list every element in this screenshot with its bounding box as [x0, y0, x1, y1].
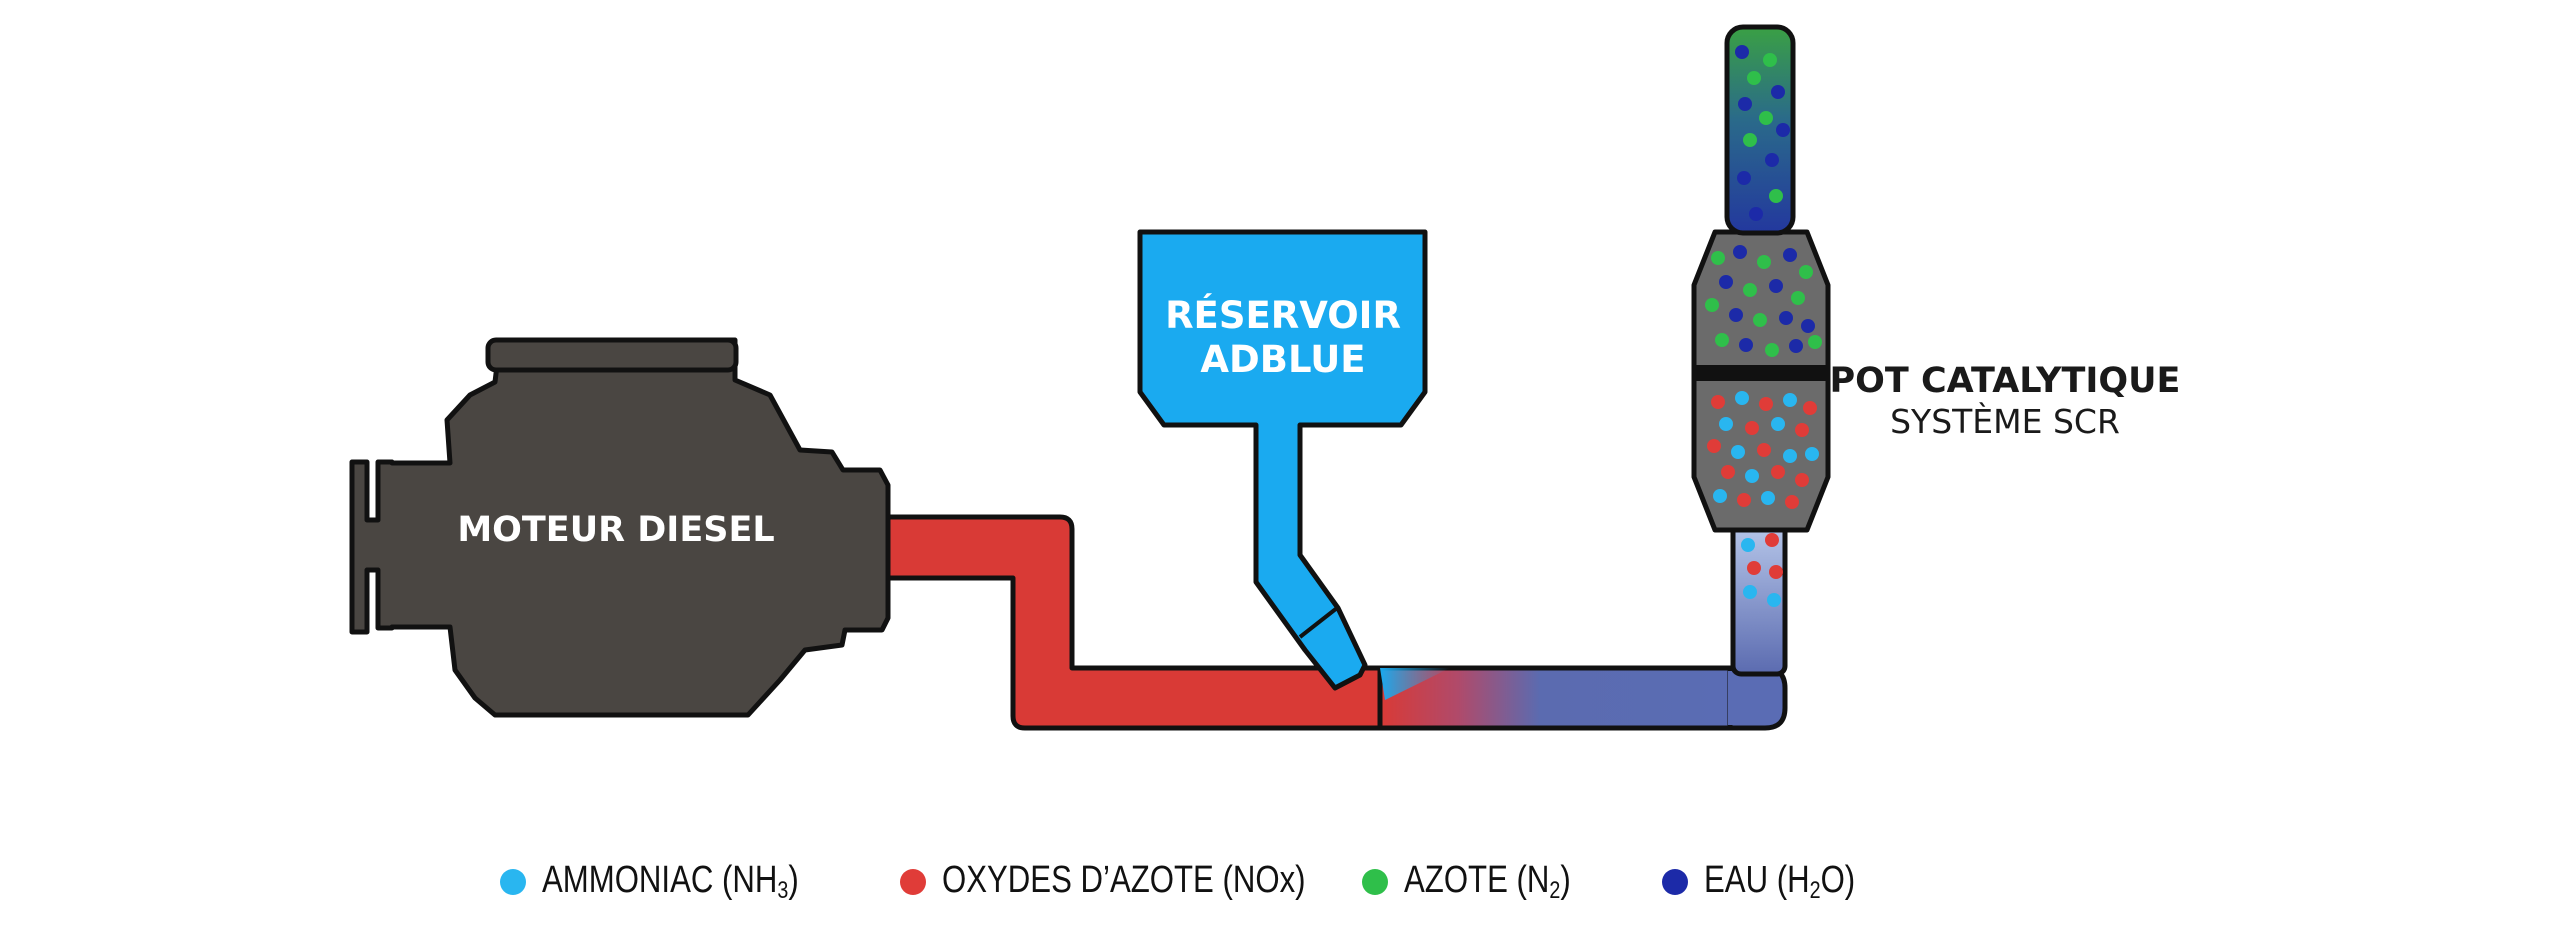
nox-molecule	[1771, 465, 1785, 479]
nox-molecule	[1759, 397, 1773, 411]
ammoniac-molecule	[1743, 585, 1757, 599]
azote-molecule	[1743, 133, 1757, 147]
azote-molecule	[1808, 335, 1822, 349]
nox-molecule	[1745, 421, 1759, 435]
eau-molecule	[1765, 153, 1779, 167]
eau-molecule	[1771, 85, 1785, 99]
eau-molecule	[1737, 171, 1751, 185]
exhaust-pipe-treated	[1377, 665, 1738, 731]
eau-molecule	[1779, 311, 1793, 325]
eau-molecule	[1719, 275, 1733, 289]
azote-molecule	[1743, 283, 1757, 297]
engine-label: MOTEUR DIESEL	[457, 510, 774, 550]
ammoniac-molecule	[1719, 417, 1733, 431]
legend-label-nox: OXYDES D’AZOTE (NOx)	[942, 859, 1306, 901]
nox-dot-icon	[900, 869, 926, 895]
eau-molecule	[1749, 207, 1763, 221]
ammoniac-molecule	[1735, 391, 1749, 405]
nox-molecule	[1769, 565, 1783, 579]
azote-molecule	[1715, 333, 1729, 347]
azote-molecule	[1757, 255, 1771, 269]
azote-molecule	[1747, 71, 1761, 85]
ammoniac-molecule	[1741, 538, 1755, 552]
eau-molecule	[1776, 123, 1790, 137]
ammoniac-molecule	[1731, 445, 1745, 459]
eau-molecule	[1733, 245, 1747, 259]
ammoniac-molecule	[1771, 417, 1785, 431]
azote-molecule	[1759, 111, 1773, 125]
molecule-dots	[1705, 45, 1822, 607]
azote-molecule	[1753, 313, 1767, 327]
eau-molecule	[1783, 248, 1797, 262]
legend-label-ammoniac: AMMONIAC (NH3)	[542, 859, 799, 904]
exhaust-elbow	[1727, 665, 1788, 731]
legend-item-eau: EAU (H2O)	[1662, 852, 1888, 912]
nox-molecule	[1803, 401, 1817, 415]
legend-label-eau: EAU (H2O)	[1704, 859, 1856, 904]
catalyst-subtitle: SYSTÈME SCR	[1890, 401, 2120, 441]
eau-dot-icon	[1662, 869, 1688, 895]
eau-molecule	[1735, 45, 1749, 59]
nox-molecule	[1785, 495, 1799, 509]
legend: AMMONIAC (NH3) OXYDES D’AZOTE (NOx) AZOT…	[0, 852, 2560, 912]
azote-molecule	[1799, 265, 1813, 279]
exhaust-elbow-cover	[1728, 671, 1738, 725]
diesel-engine-icon	[349, 337, 891, 718]
eau-molecule	[1801, 319, 1815, 333]
eau-molecule	[1769, 279, 1783, 293]
azote-molecule	[1711, 251, 1725, 265]
ammoniac-molecule	[1745, 469, 1759, 483]
nox-molecule	[1737, 493, 1751, 507]
nox-molecule	[1757, 443, 1771, 457]
tank-label-line1: RÉSERVOIR	[1165, 293, 1401, 337]
legend-label-azote: AZOTE (N2)	[1404, 859, 1571, 904]
ammoniac-dot-icon	[500, 869, 526, 895]
eau-molecule	[1739, 338, 1753, 352]
azote-molecule	[1769, 189, 1783, 203]
catalyst-title: POT CATALYTIQUE	[1830, 361, 2181, 401]
nox-molecule	[1721, 465, 1735, 479]
eau-molecule	[1738, 97, 1752, 111]
azote-molecule	[1791, 291, 1805, 305]
nox-molecule	[1711, 395, 1725, 409]
adblue-tank-icon	[1137, 229, 1428, 691]
ammoniac-molecule	[1783, 393, 1797, 407]
azote-molecule	[1765, 343, 1779, 357]
azote-molecule	[1705, 298, 1719, 312]
ammoniac-molecule	[1783, 449, 1797, 463]
ammoniac-molecule	[1767, 593, 1781, 607]
nox-molecule	[1795, 473, 1809, 487]
azote-dot-icon	[1362, 869, 1388, 895]
tank-label-line2: ADBLUE	[1200, 338, 1365, 381]
legend-item-ammoniac: AMMONIAC (NH3)	[500, 852, 855, 912]
adblue-spray	[1380, 668, 1450, 700]
eau-molecule	[1789, 339, 1803, 353]
ammoniac-molecule	[1761, 491, 1775, 505]
eau-molecule	[1729, 308, 1743, 322]
nox-molecule	[1795, 423, 1809, 437]
nox-molecule	[1707, 439, 1721, 453]
ammoniac-molecule	[1713, 489, 1727, 503]
legend-item-azote: AZOTE (N2)	[1362, 852, 1607, 912]
nox-molecule	[1765, 533, 1779, 547]
nox-molecule	[1747, 561, 1761, 575]
legend-item-nox: OXYDES D’AZOTE (NOx)	[900, 852, 1385, 912]
ammoniac-molecule	[1805, 447, 1819, 461]
azote-molecule	[1763, 53, 1777, 67]
